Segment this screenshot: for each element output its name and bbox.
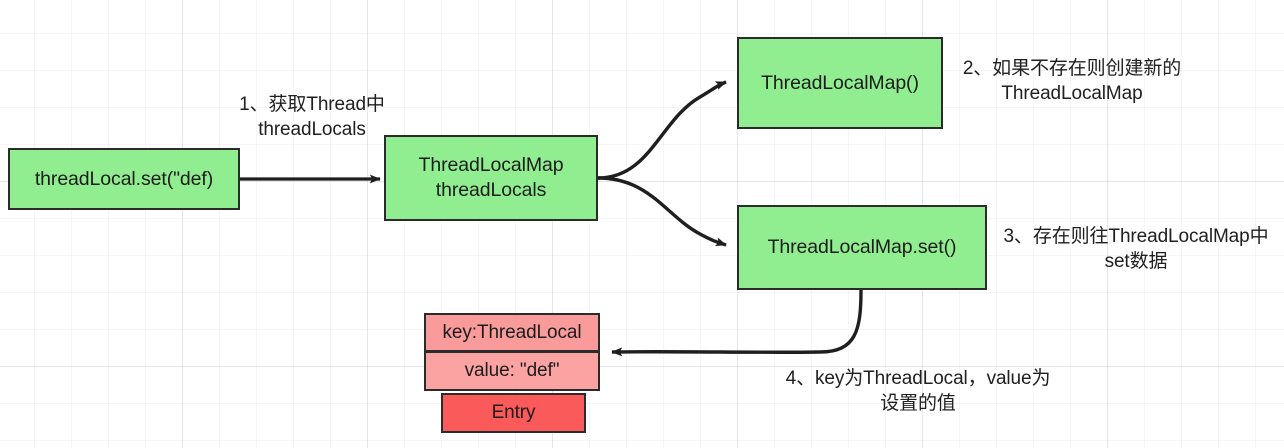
annotation-1: 1、获取Thread中 threadLocals — [239, 94, 385, 141]
entry-label-cell[interactable]: Entry — [441, 393, 586, 433]
node-threadlocalmap-constructor[interactable]: ThreadLocalMap() — [737, 37, 943, 129]
edge-threadlocals-to-map-ctor — [597, 80, 727, 180]
node-threadlocalmap-set[interactable]: ThreadLocalMap.set() — [737, 205, 987, 290]
entry-value-cell[interactable]: value: "def" — [424, 351, 600, 391]
edge-threadlocals-to-map-set — [597, 176, 727, 247]
entry-key-cell[interactable]: key:ThreadLocal — [424, 313, 600, 352]
annotation-3: 3、存在则往ThreadLocalMap中 set数据 — [1003, 226, 1269, 273]
annotation-2: 2、如果不存在则创建新的 ThreadLocalMap — [962, 58, 1182, 105]
node-threadlocalmap-threadlocals[interactable]: ThreadLocalMap threadLocals — [384, 135, 598, 221]
edge-map-set-to-entry — [611, 289, 863, 357]
annotation-4: 4、key为ThreadLocal，value为 设置的值 — [785, 368, 1051, 415]
node-threadlocal-set[interactable]: threadLocal.set("def) — [8, 148, 240, 210]
